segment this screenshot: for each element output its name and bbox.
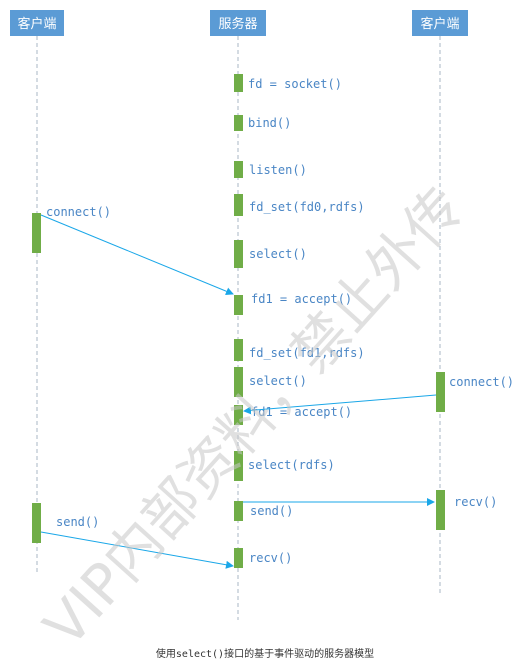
step-send: send(): [250, 504, 293, 518]
participant-label: 服务器: [218, 16, 257, 32]
figure-caption: 使用select()接口的基于事件驱动的服务器模型: [155, 649, 375, 660]
step-select-2: select(): [249, 374, 307, 388]
activation-socket: [234, 74, 243, 92]
arrow-left-connect: [40, 214, 234, 296]
activation-right-recv: [436, 490, 445, 530]
step-fdset-0: fd_set(fd0,rdfs): [249, 200, 365, 214]
activation-recv: [234, 548, 243, 568]
participant-client-right: 客户端: [412, 10, 468, 36]
activation-select-2: [234, 367, 243, 397]
participant-label: 客户端: [420, 16, 459, 32]
step-select-rdfs: select(rdfs): [248, 458, 335, 472]
step-left-send: send(): [56, 515, 99, 529]
activation-send: [234, 501, 243, 521]
activation-bind: [234, 115, 243, 131]
participant-server: 服务器: [210, 10, 266, 36]
activation-left-connect: [32, 213, 41, 253]
step-socket: fd = socket(): [248, 77, 342, 91]
activation-left-send: [32, 503, 41, 543]
activation-listen: [234, 161, 243, 178]
activation-right-connect: [436, 372, 445, 412]
activation-select-rdfs: [234, 451, 243, 481]
activation-accept-1: [234, 295, 243, 315]
step-right-recv: recv(): [454, 495, 497, 509]
activation-select-1: [234, 240, 243, 268]
step-recv: recv(): [249, 551, 292, 565]
step-fdset-1: fd_set(fd1,rdfs): [249, 346, 365, 360]
step-right-connect: connect(): [449, 375, 514, 389]
activation-fdset-1: [234, 339, 243, 361]
arrow-right-connect: [243, 394, 437, 415]
step-listen: listen(): [249, 163, 307, 177]
step-bind: bind(): [248, 116, 291, 130]
activation-accept-2: [234, 405, 243, 425]
participant-label: 客户端: [17, 16, 56, 32]
step-select-1: select(): [249, 247, 307, 261]
participant-client-left: 客户端: [10, 10, 64, 36]
step-accept-1: fd1 = accept(): [251, 292, 352, 306]
arrow-left-send: [40, 531, 234, 569]
activation-fdset-0: [234, 194, 243, 216]
step-left-connect: connect(): [46, 205, 111, 219]
